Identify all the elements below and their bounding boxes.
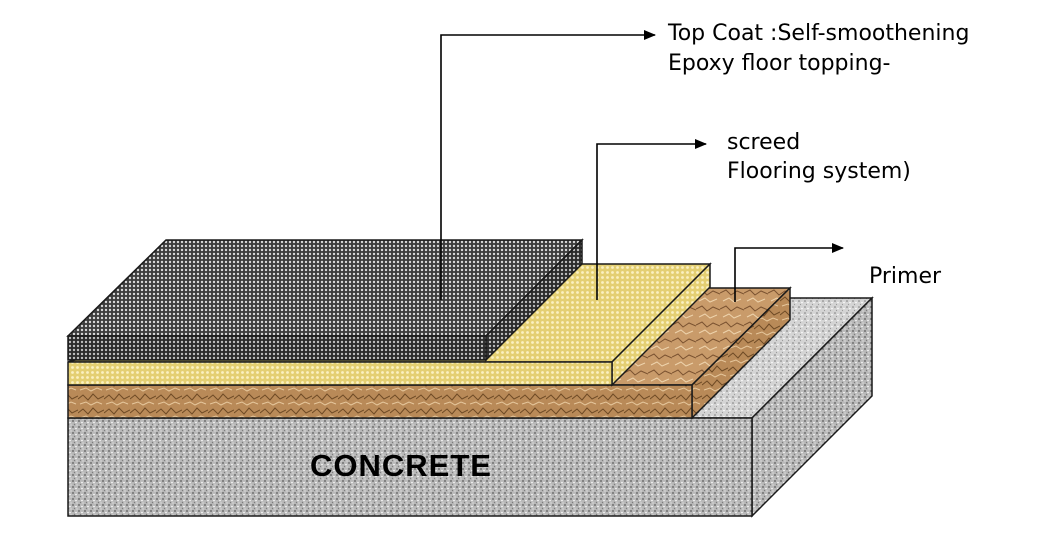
screed-leader-arrow [596, 139, 707, 300]
topcoat-label-line1: Top Coat :Self-smoothening [668, 21, 970, 46]
topcoat-label-line2: Epoxy floor topping- [668, 51, 891, 76]
primer-leader-arrow [734, 243, 844, 302]
screed-label-line2: Flooring system) [727, 159, 911, 184]
primer-label: Primer [869, 264, 942, 289]
topcoat-layer [66, 238, 584, 362]
topcoat-leader-arrow [440, 30, 656, 300]
concrete-label: CONCRETE [310, 448, 492, 483]
screed-label-line1: screed [727, 130, 801, 155]
